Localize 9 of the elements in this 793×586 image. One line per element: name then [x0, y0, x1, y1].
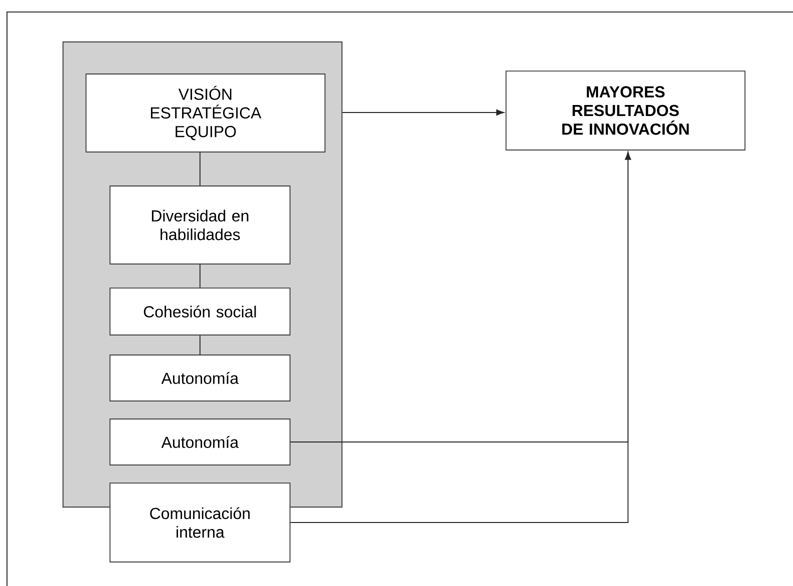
factor-box: Diversidad en habilidades: [110, 186, 290, 264]
result-box: MAYORES RESULTADOS DE INNOVACIÓN: [506, 70, 746, 150]
arrow: [342, 110, 504, 116]
factor-box: Comunicación interna: [110, 482, 290, 562]
arrow: [290, 152, 632, 523]
factor-box: Autonomía: [110, 418, 290, 466]
factor-box: Cohesión social: [110, 288, 290, 336]
factor-box: VISIÓN ESTRATÉGICA EQUIPO: [86, 74, 326, 152]
factor-box: Autonomía: [110, 354, 290, 402]
